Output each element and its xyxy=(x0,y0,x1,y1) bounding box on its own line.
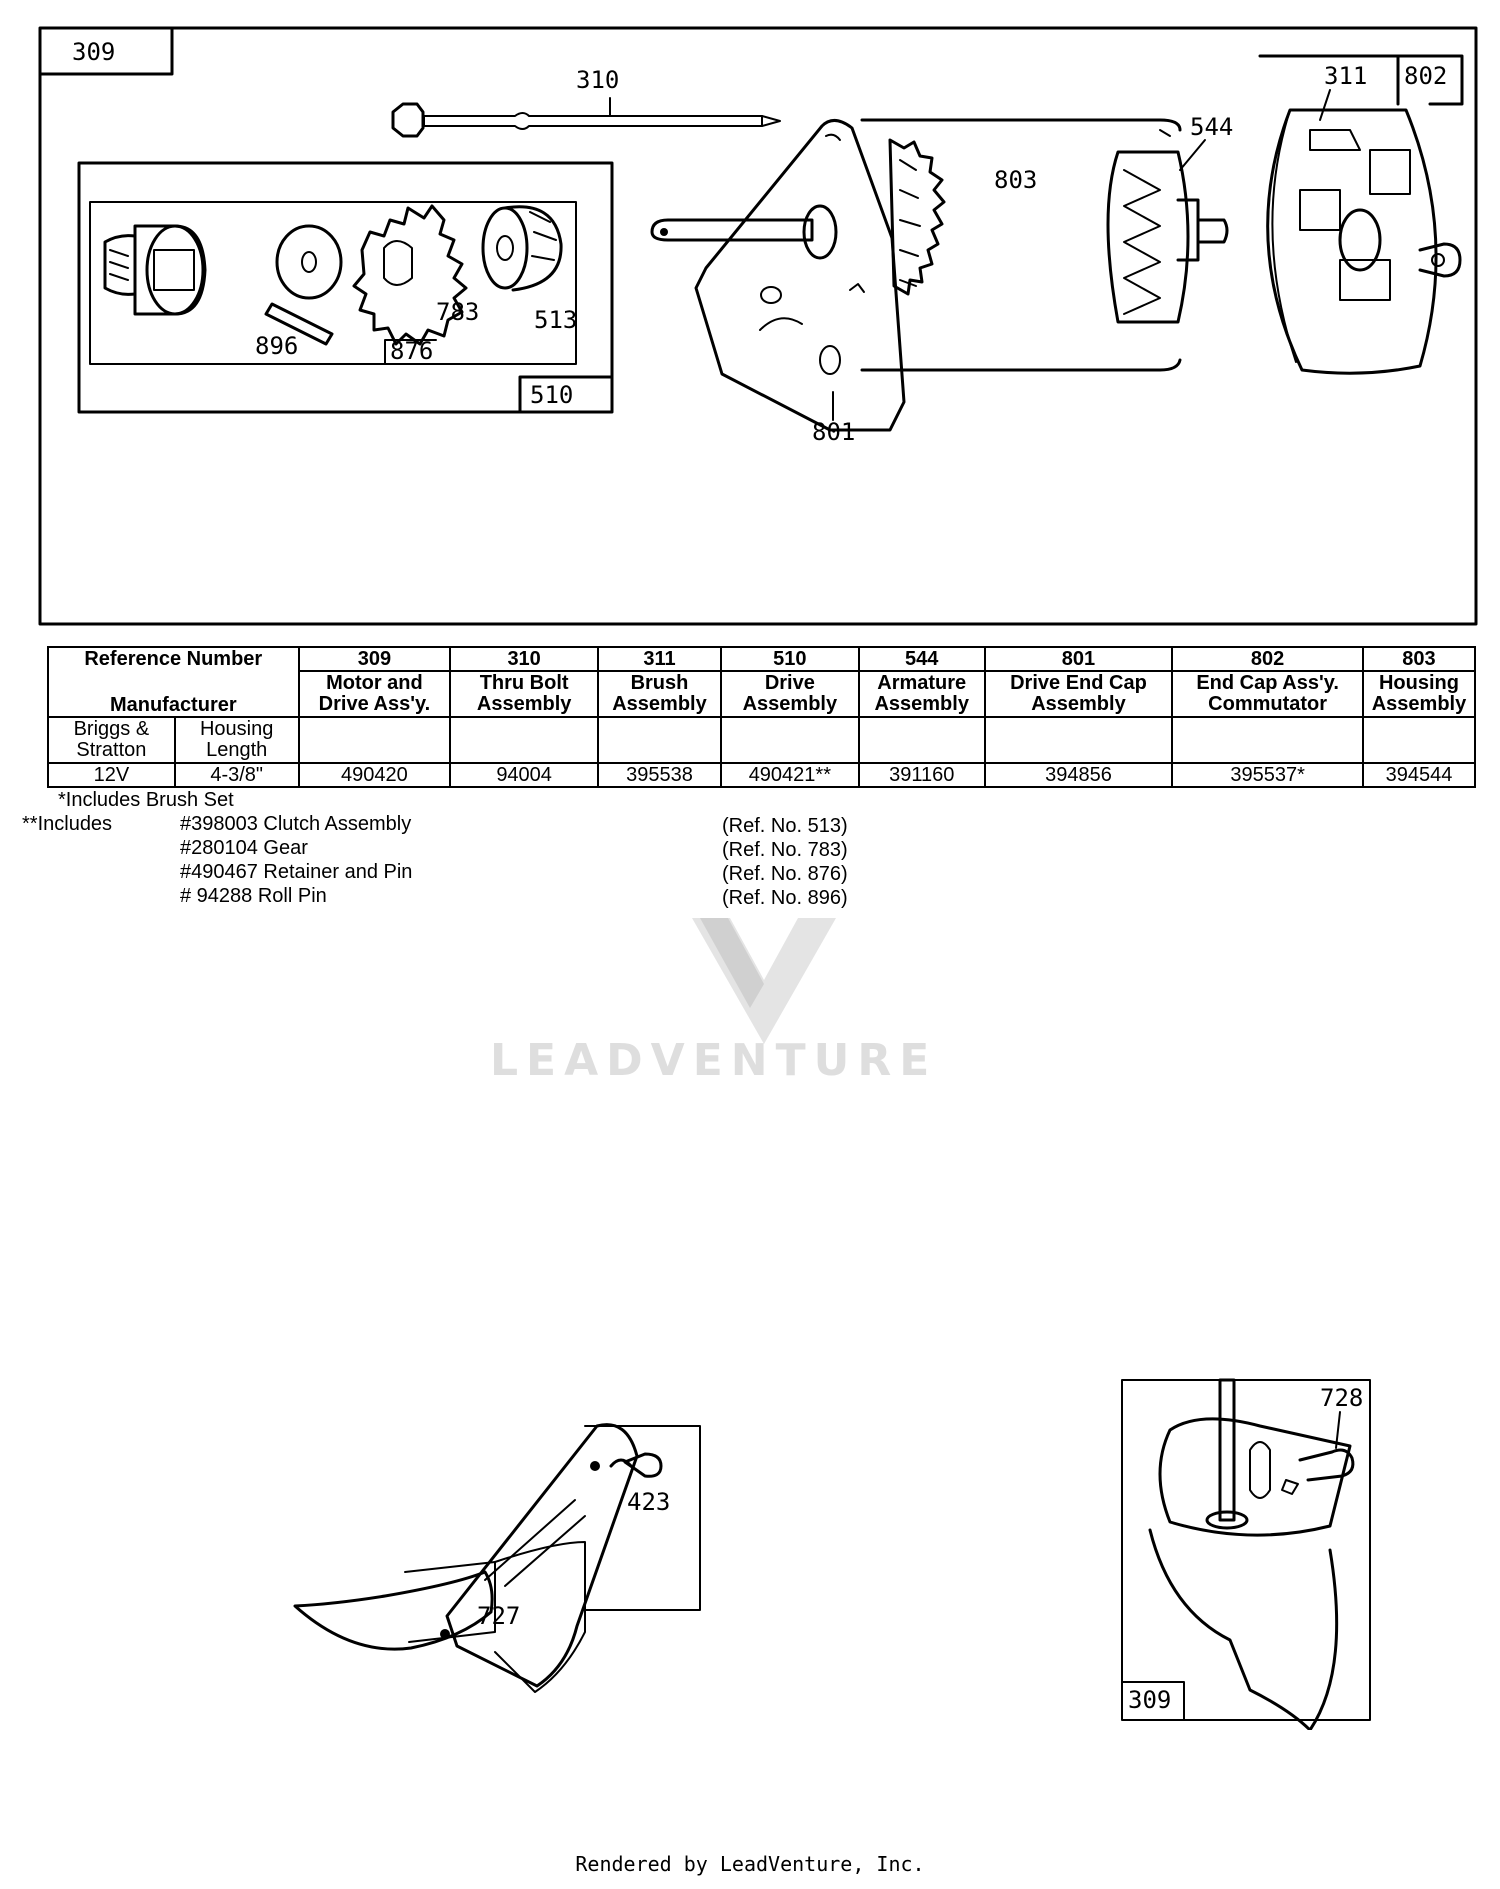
ref-number-row: Reference Number 309 310 311 510 544 801… xyxy=(47,646,1477,672)
ref-802: 802 xyxy=(1171,646,1364,672)
manufacturer-header: Manufacturer xyxy=(47,671,300,718)
callout-896: 896 xyxy=(255,332,298,360)
subheader-row: Briggs & Stratton Housing Length xyxy=(47,716,1477,764)
note-item: # 94288 Roll Pin xyxy=(180,885,327,907)
callout-311: 311 xyxy=(1324,62,1367,90)
desc-802: End Cap Ass'y. Commutator xyxy=(1171,670,1364,718)
note-ref: (Ref. No. 783) xyxy=(722,839,848,861)
ref-number-header: Reference Number xyxy=(47,646,300,671)
part-544: 391160 xyxy=(857,762,986,788)
callout-727: 727 xyxy=(477,1602,520,1630)
housing-outline xyxy=(860,118,1182,372)
length-cell: 4-3/8" xyxy=(173,762,300,788)
voltage-cell: 12V xyxy=(47,762,176,788)
part-803: 394544 xyxy=(1361,762,1477,788)
part-801: 394856 xyxy=(983,762,1174,788)
note-ref: (Ref. No. 876) xyxy=(722,863,848,885)
desc-803: Housing Assembly xyxy=(1361,670,1477,718)
note-ref: (Ref. No. 513) xyxy=(722,815,848,837)
briggs-stratton-header: Briggs & Stratton xyxy=(47,716,176,764)
note-ref: (Ref. No. 896) xyxy=(722,887,848,909)
callout-510: 510 xyxy=(530,381,573,409)
part-311: 395538 xyxy=(597,762,722,788)
part-802: 395537* xyxy=(1171,762,1364,788)
callout-423: 423 xyxy=(627,1488,670,1516)
ref-510: 510 xyxy=(719,646,860,672)
motor-mount-detail: 309 728 xyxy=(1121,1378,1371,1730)
callout-801: 801 xyxy=(812,418,855,446)
callout-783: 783 xyxy=(436,298,479,326)
retainer-part xyxy=(481,205,563,292)
assembly-label-box xyxy=(38,26,174,76)
assembly-frame xyxy=(38,26,1478,626)
thru-bolt xyxy=(391,102,781,138)
callout-803: 803 xyxy=(994,166,1037,194)
ref-803: 803 xyxy=(1361,646,1477,672)
part-number-row: 12V 4-3/8" 490420 94004 395538 490421** … xyxy=(47,762,1477,788)
footer-credit: Rendered by LeadVenture, Inc. xyxy=(575,1852,925,1876)
ref-544: 544 xyxy=(857,646,986,672)
note-brush-set: *Includes Brush Set xyxy=(58,789,234,811)
drive-assembly-box xyxy=(77,161,614,414)
ref-311: 311 xyxy=(597,646,722,672)
parts-table: Reference Number 309 310 311 510 544 801… xyxy=(47,646,1477,788)
desc-309: Motor and Drive Ass'y. xyxy=(297,670,452,718)
callout-513: 513 xyxy=(534,306,577,334)
leadventure-logo-icon xyxy=(692,918,836,1044)
desc-510: Drive Assembly xyxy=(719,670,860,718)
desc-801: Drive End Cap Assembly xyxy=(983,670,1174,718)
note-item: #398003 Clutch Assembly xyxy=(180,813,412,835)
note-item: #490467 Retainer and Pin xyxy=(180,861,413,883)
starter-exploded-diagram: 309 310 510 876 896 783 xyxy=(38,26,1478,626)
part-510: 490421** xyxy=(719,762,860,788)
washer-part xyxy=(275,224,343,300)
armature-part xyxy=(1106,150,1229,324)
desc-311: Brush Assembly xyxy=(597,670,722,718)
callout-309-detail: 309 xyxy=(1128,1686,1171,1714)
callout-309: 309 xyxy=(72,38,115,66)
callout-544: 544 xyxy=(1190,113,1233,141)
note-item: #280104 Gear xyxy=(180,837,308,859)
gear-part xyxy=(352,204,468,346)
clutch-part xyxy=(103,224,207,316)
part-309: 490420 xyxy=(297,762,452,788)
bracket-detail: 423 727 xyxy=(293,1423,701,1693)
housing-length-header: Housing Length xyxy=(173,716,300,764)
desc-544: Armature Assembly xyxy=(857,670,986,718)
watermark-text: LEADVENTURE xyxy=(490,1035,938,1086)
note-includes: **Includes xyxy=(22,813,113,835)
end-cap-part xyxy=(1258,54,1464,375)
roll-pin-part xyxy=(264,302,334,346)
ref-309: 309 xyxy=(297,646,452,672)
ref-310: 310 xyxy=(449,646,600,672)
desc-310: Thru Bolt Assembly xyxy=(449,670,600,718)
callout-310: 310 xyxy=(576,66,619,94)
drive-end-cap xyxy=(650,119,946,432)
callout-802: 802 xyxy=(1404,62,1447,90)
ref-801: 801 xyxy=(983,646,1174,672)
part-310: 94004 xyxy=(449,762,600,788)
description-row: Manufacturer Motor and Drive Ass'y. Thru… xyxy=(47,670,1477,718)
callout-728: 728 xyxy=(1320,1384,1363,1412)
